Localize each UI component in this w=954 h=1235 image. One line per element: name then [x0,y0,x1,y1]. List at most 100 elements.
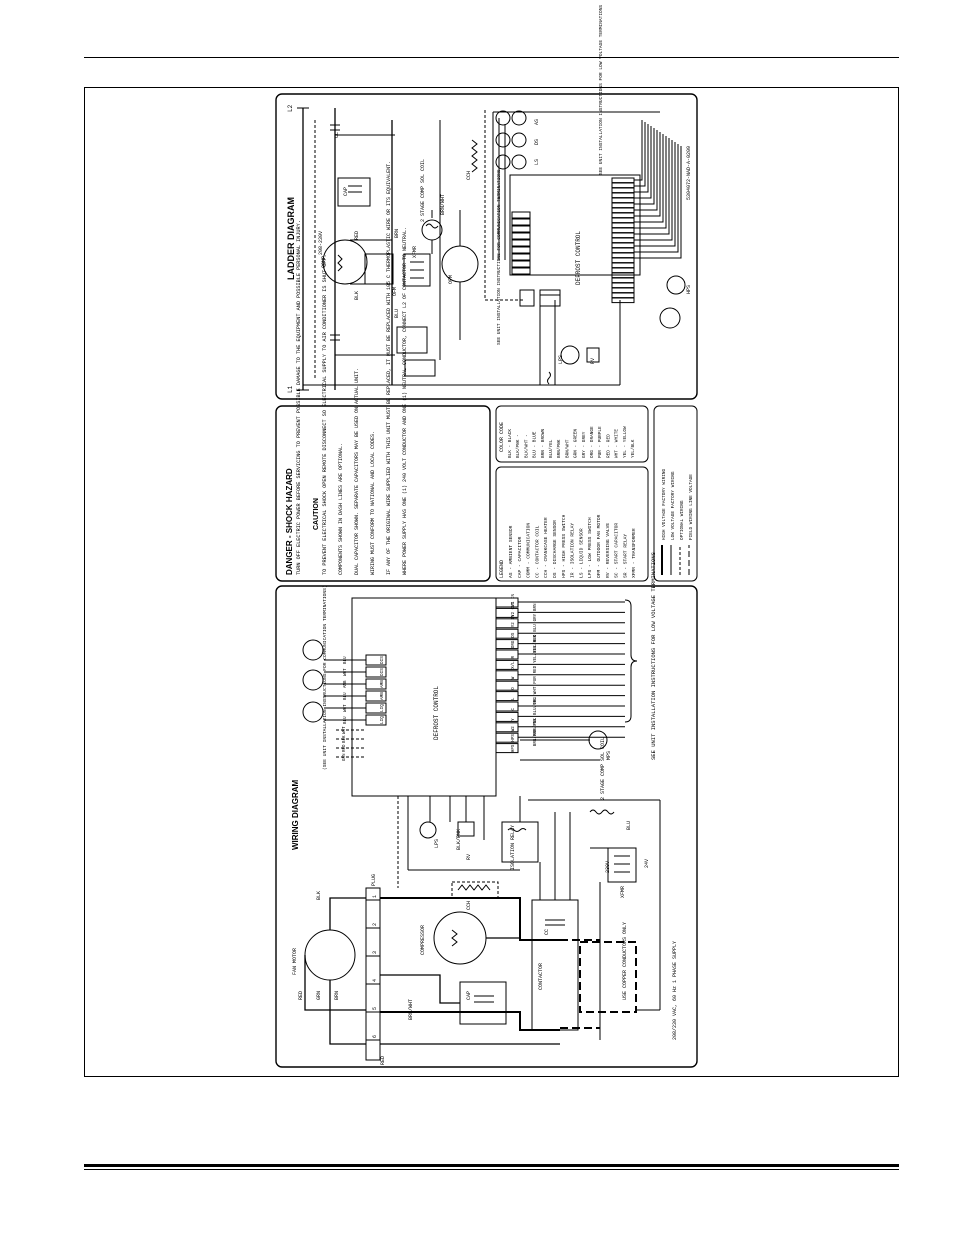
lv-wire-label: RED [534,665,538,673]
ladder-terminal [611,287,635,294]
ladder-terminal [611,297,635,304]
legend-item: COMM - COMMUNICATION [526,523,532,578]
comm-terminal-label: GRN [343,753,347,761]
sensor-terminal-label: AMB [380,680,385,688]
contactor-label: CONTACTOR [538,963,544,990]
ladder-part-number: 5304072-NAD-A-0209 [686,146,692,200]
lv-terminal-label: DS [512,632,516,638]
lv-wire-label: BRN [534,603,538,611]
ladder-left-terminal [511,253,531,261]
lv-terminal-label: HPS [512,744,516,752]
color-code-item: BRN/PNK [557,439,562,458]
wire-blkpnk-label: BLK/PNK [456,829,462,850]
ladder-lv-wire [634,122,646,187]
color-code-item: YEL/BLK [631,439,636,458]
wire-red-bottom: RED [380,1056,386,1065]
ladder-lv-wire [634,132,661,217]
ladder-terminal [611,282,635,289]
lv-wire-label: RED [534,634,538,642]
wiring-xfmr-label: XFMR [620,886,626,898]
wire-legend-item: FIELD WIRING LINE VOLTAGE [689,474,694,540]
wiring-mps-label: MPS [606,751,612,760]
see-unit-lv: SEE UNIT INSTALLATION INSTRUCTIONS FOR L… [650,551,657,760]
footer-rule-thick [84,1164,899,1167]
plug-pin-number: 1 [372,895,378,898]
ladder-lv-wire [634,134,664,223]
wiring-24v-label: 24V [644,859,650,868]
sensor-terminal-label: DIS [380,656,385,664]
lv-wire-label: YEL/BLK [533,645,538,663]
sensor-wire-label: WHT [344,704,348,712]
sensor-wire-label: BLU [344,692,348,700]
danger-note: WHERE POWER SUPPLY HAS ONE (1) 240 VOLT … [402,227,408,575]
danger-note: WIRING MUST CONFORM TO NATIONAL AND LOCA… [370,431,376,575]
lv-terminal-label: Y [512,718,516,721]
ladder-ls-label: LS [534,159,540,165]
sensor-terminal-label: LIQ [380,716,385,724]
lv-wire-label: PUR [534,676,538,684]
color-code-panel [495,405,649,463]
ladder-terminal [611,202,635,209]
ladder-diagram [297,107,686,391]
ladder-terminal [611,207,635,214]
color-code-item: BLK/PNK - [516,434,521,458]
danger-note: IF ANY OF THE ORIGINAL WIRE SUPPLIED WIT… [386,161,392,575]
danger-note: COMPONENTS SHOWN IN DASH LINES ARE OPTIO… [338,443,344,575]
isolation-relay-label: ISOLATION RELAY [510,825,516,870]
ladder-lv-wire [634,140,673,241]
legend-item: CAP - CAPACITOR [517,536,523,578]
ladder-lv-wire [634,146,682,259]
ladder-terminal [611,222,635,229]
color-code-item: RED - RED [606,434,611,458]
ladder-as-label: AS [534,119,540,125]
ladder-terminal [611,267,635,274]
plug-pin-number: 4 [372,979,378,982]
lv-wire-label: BLU [534,624,538,632]
legend-item: CCH - CRANKCASE HEATER [543,517,549,578]
ladder-lv-wire [634,136,667,229]
lv-terminal-label: Y2 OUT [512,601,516,617]
ladder-left-terminal [511,225,531,233]
comm-terminal-label: BLK [343,735,347,743]
color-code-item: ORG - ORANGE [590,426,595,458]
fan-motor-label: FAN MOTOR [292,948,298,975]
wire-brnwht-label: BRN/WHT [408,999,414,1020]
ladder-lv-wire [634,120,643,181]
wire-grn-fan: GRN [316,991,322,1000]
ladder-lv-wire [634,126,652,199]
comm-terminal-label: RED [343,744,347,752]
header-rule [84,57,899,58]
sensor-terminal-label: LIQ [380,704,385,712]
lv-wire-label: BLU/YEL [533,697,538,715]
ladder-red-label: RED [354,231,360,240]
ladder-lv-wire [634,138,670,235]
legend-item: HPS - HIGH PRESS SWITCH [561,514,567,578]
lv-wire-label: GRY [534,613,538,621]
ladder-left-terminal [511,232,531,240]
ladder-panel [275,93,698,400]
ladder-comp-label: COMP [321,256,327,268]
lv-terminal-label: W2 [512,726,516,732]
ladder-comm-note: SEE UNIT INSTALLATION INSTRUCTIONS FOR C… [496,169,502,345]
sensor-wire-label: WHT [344,668,348,676]
legend-item: OFM - OUTDOOR FAN MOTOR [596,514,602,578]
color-code-item: BRN/WHT [565,439,570,458]
lv-wire-label: YEL/BLK [533,635,538,653]
ladder-left-terminal [511,239,531,247]
ladder-terminal [611,262,635,269]
wire-legend-item: OPTIONAL WIRING [680,500,685,540]
wire-brn-fan: BRN [334,991,340,1000]
cap-label: CAP [466,991,472,1000]
legend-title: LEGEND [499,560,505,578]
ladder-ofm-label: OFM [392,287,398,296]
legend-item: LS - LIQUID SENSOR [578,528,584,578]
ladder-stage2-label: 2 STAGE COMP SOL COIL [420,159,426,222]
lv-terminal [495,743,519,754]
ladder-terminal [611,247,635,254]
caution-title: CAUTION [313,498,320,530]
lv-terminal-label: C [512,708,516,711]
ladder-terminal [611,182,635,189]
ladder-terminal [611,292,635,299]
lv-terminal-label: HPS [512,734,516,742]
ladder-lv-wire [634,128,655,205]
